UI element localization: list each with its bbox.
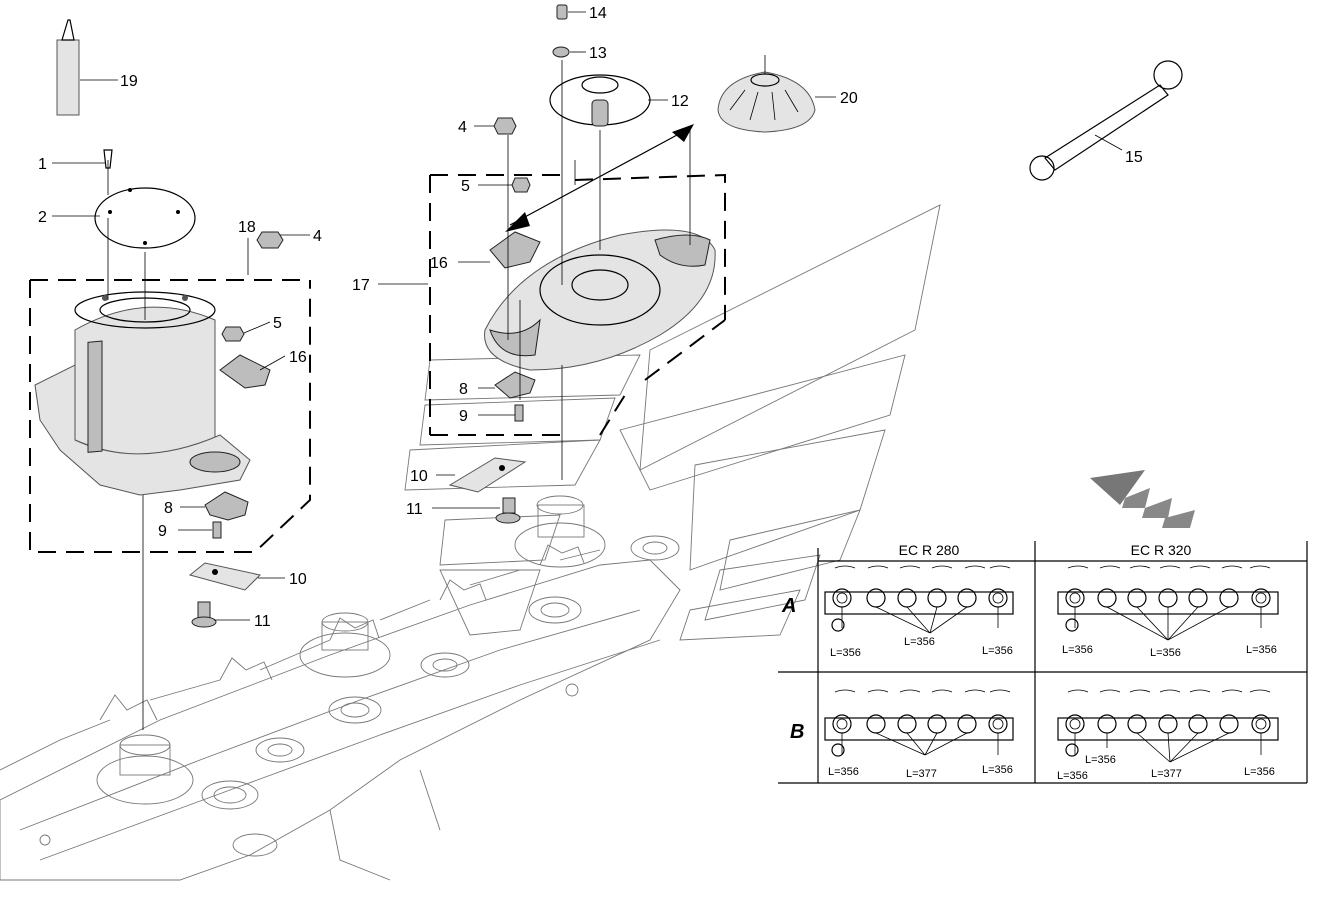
length-label: L=356 — [1057, 770, 1088, 782]
leader-lines — [52, 11, 1123, 621]
callout-19: 19 — [120, 73, 138, 90]
callout-5: 5 — [273, 315, 282, 332]
length-label: L=377 — [906, 768, 937, 780]
callout-11: 11 — [254, 613, 271, 630]
configuration-table: EC R 280 EC R 320 A B L=356 L=356 L=356 — [778, 541, 1308, 784]
layout-a-320: L=356 L=356 L=356 — [1057, 565, 1279, 659]
row-letter-a: A — [781, 595, 796, 617]
callout-17: 17 — [352, 277, 370, 294]
length-label: L=356 — [828, 766, 859, 778]
callout-5: 5 — [461, 178, 470, 195]
callout-8: 8 — [164, 500, 173, 517]
length-label: L=377 — [1151, 768, 1182, 780]
layout-b-320: L=356 L=356 L=377 L=356 — [1057, 689, 1279, 782]
callout-10: 10 — [410, 468, 428, 485]
callout-8: 8 — [459, 381, 468, 398]
callout-20: 20 — [840, 90, 858, 107]
layout-b-280: L=356 L=377 L=356 — [824, 689, 1014, 780]
length-label: L=356 — [1244, 766, 1275, 778]
length-label: L=356 — [904, 636, 935, 648]
length-label: L=356 — [1085, 754, 1116, 766]
layout-a-280: L=356 L=356 L=356 — [824, 565, 1014, 659]
callout-18: 18 — [238, 219, 256, 236]
left-assembly — [29, 19, 311, 730]
callout-10: 10 — [289, 571, 307, 588]
column-header-ec-r-320: EC R 320 — [1131, 542, 1192, 558]
callout-15: 15 — [1125, 149, 1143, 166]
callout-2: 2 — [38, 209, 47, 226]
column-header-ec-r-280: EC R 280 — [899, 542, 960, 558]
callout-13: 13 — [589, 45, 607, 62]
callout-9: 9 — [459, 408, 468, 425]
row-letter-b: B — [790, 721, 804, 743]
length-label: L=356 — [830, 647, 861, 659]
callout-labels: 1 2 4 4 5 5 8 8 9 9 10 10 11 11 12 13 14… — [38, 5, 1143, 630]
callout-1: 1 — [38, 156, 47, 173]
callout-14: 14 — [589, 5, 607, 22]
length-label: L=356 — [982, 764, 1013, 776]
callout-11: 11 — [406, 501, 423, 518]
length-label: L=356 — [1246, 644, 1277, 656]
length-label: L=356 — [1150, 647, 1181, 659]
cutter-bar — [0, 495, 681, 881]
length-label: L=356 — [1062, 644, 1093, 656]
centre-assembly — [429, 4, 726, 524]
callout-9: 9 — [158, 523, 167, 540]
tools — [717, 55, 1195, 528]
callout-12: 12 — [671, 93, 689, 110]
callout-16: 16 — [430, 255, 448, 272]
length-label: L=356 — [982, 645, 1013, 657]
callout-4: 4 — [458, 119, 467, 136]
callout-16: 16 — [289, 349, 307, 366]
background-outline — [404, 204, 941, 641]
callout-4: 4 — [313, 228, 322, 245]
